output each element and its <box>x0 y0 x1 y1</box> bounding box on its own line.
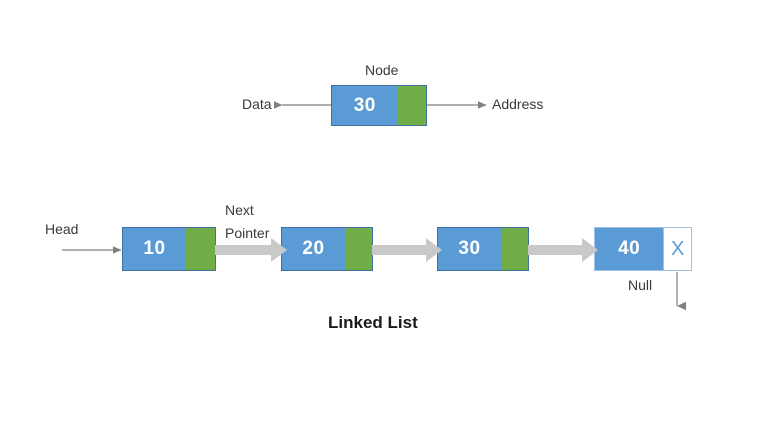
list-node-1: 10 <box>122 227 216 271</box>
legend-node-address-cell <box>397 86 426 125</box>
list-node-1-data-cell: 10 <box>123 228 186 270</box>
list-node-4-data-cell: 40 <box>595 228 664 270</box>
list-node-4-null-cell: X <box>663 228 691 270</box>
head-label: Head <box>45 221 79 237</box>
next-arrow-2-to-3 <box>372 238 442 262</box>
next-arrow-3-to-4 <box>528 238 598 262</box>
list-node-3-address-cell <box>501 228 528 270</box>
list-node-1-address-cell <box>186 228 215 270</box>
node-caption-label: Node <box>365 62 399 78</box>
list-node-3-data-cell: 30 <box>438 228 501 270</box>
diagram-title: Linked List <box>328 313 418 332</box>
data-label: Data <box>242 96 272 112</box>
legend-node-data-cell: 30 <box>332 86 398 125</box>
address-label: Address <box>492 96 544 112</box>
list-node-4: 40 X <box>594 227 692 271</box>
list-node-2-data-cell: 20 <box>282 228 345 270</box>
legend-node: 30 <box>331 85 427 126</box>
list-node-2-address-cell <box>345 228 372 270</box>
list-node-3: 30 <box>437 227 529 271</box>
next-arrow-1-to-2 <box>215 238 287 262</box>
next-pointer-label-line2: Pointer <box>225 225 270 241</box>
null-label: Null <box>628 277 653 293</box>
list-node-2: 20 <box>281 227 373 271</box>
next-pointer-label-line1: Next <box>225 202 254 218</box>
